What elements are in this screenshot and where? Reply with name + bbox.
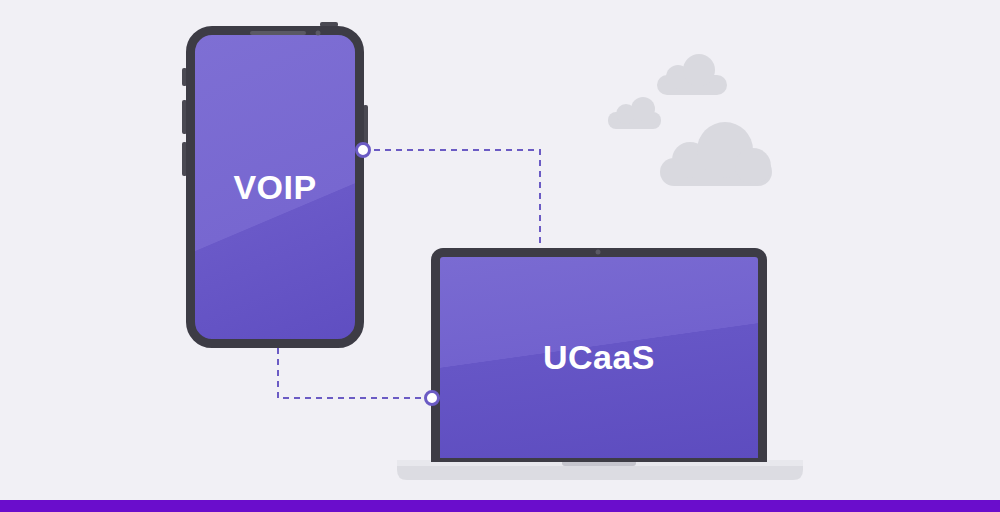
cloud	[608, 97, 661, 129]
cloud-part	[683, 54, 715, 86]
laptop-base	[397, 460, 803, 480]
cloud	[657, 54, 727, 95]
device-label: UCaaS	[543, 338, 655, 377]
cloud-part	[735, 148, 771, 184]
dashed-connector	[363, 150, 540, 248]
cloud-part	[631, 97, 655, 121]
dashed-connector	[278, 348, 432, 398]
device-label: VOIP	[233, 168, 316, 207]
connector-dot	[426, 392, 439, 405]
laptop-screen: UCaaS	[431, 248, 767, 462]
connector-dot	[357, 144, 370, 157]
bottom-bar	[0, 500, 1000, 512]
cloud	[660, 122, 772, 186]
phone-screen: VOIP	[186, 26, 364, 348]
